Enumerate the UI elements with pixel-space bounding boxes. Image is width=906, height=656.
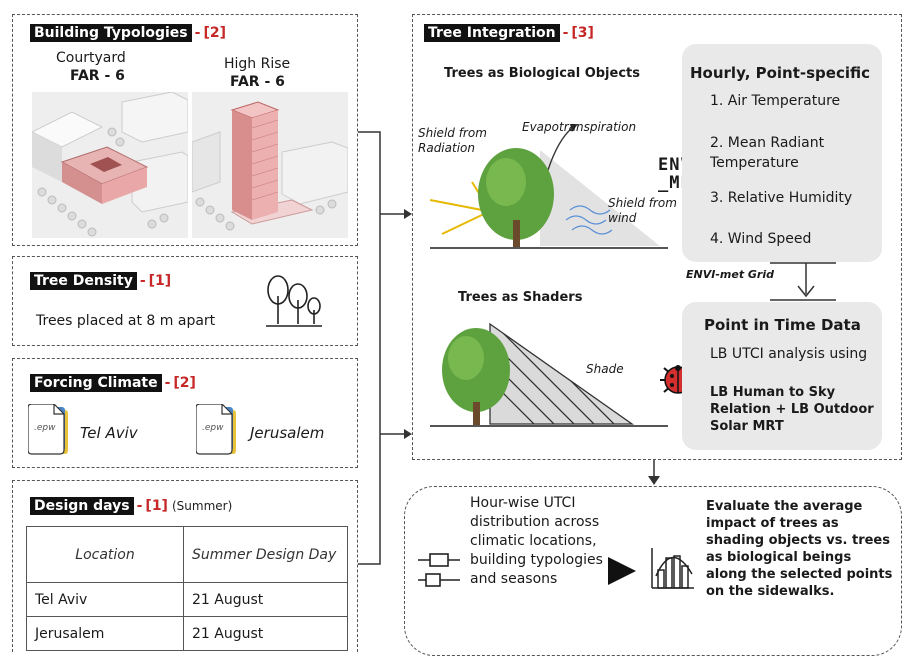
epw-file-icon-jerusalem [196,404,236,455]
bio-objects-title: Trees as Biological Objects [444,66,640,81]
header-separator: - [139,273,146,289]
epw-ext-jerusalem: .epw [202,423,224,433]
tree-density-text: Trees placed at 8 m apart [36,313,216,329]
shader-tree-illustration [430,322,668,427]
point-in-time-title: Point in Time Data [704,316,861,334]
courtyard-label: Courtyard [56,50,126,66]
hourly-item-4: 4. Wind Speed [710,231,812,247]
table-header-row: Location Summer Design Day [26,526,348,583]
hourly-title: Hourly, Point-specific [690,64,871,82]
hourly-item-2: 2. Mean Radiant Temperature [710,135,825,171]
table-cell-date: 21 August [183,582,348,617]
envimet-grid-label: ENVI-met Grid [686,268,774,281]
header-separator: - [136,498,143,514]
tree-density-panel [12,256,358,346]
courtyard-render [32,92,188,238]
design-days-table: Location Summer Design Day Tel Aviv 21 A… [26,526,348,651]
highrise-far: FAR - 6 [230,74,285,90]
design-days-tag: Design days [30,497,134,515]
city-tel-aviv: Tel Aviv [80,424,138,442]
envimet-grid-connector [770,262,836,301]
city-jerusalem: Jerusalem [250,424,325,442]
point-in-time-box [682,302,882,450]
design-days-header: Design days - [1] (Summer) [30,497,232,515]
building-typologies-tag: Building Typologies [30,24,192,42]
epw-ext-tel-aviv: .epw [34,423,56,433]
hourly-data-box [682,44,882,262]
tree-integration-ref: [3] [571,25,594,41]
hourly-item-3: 3. Relative Humidity [710,190,853,206]
highrise-render [192,92,348,238]
table-row: Jerusalem 21 August [26,616,348,651]
distribution-icon [418,553,460,587]
forcing-climate-tag: Forcing Climate [30,374,162,392]
table-row: Tel Aviv 21 August [26,582,348,617]
point-in-time-sub: LB UTCI analysis using [710,346,868,362]
histogram-icon [651,548,694,589]
tree-density-ref: [1] [148,273,172,289]
forcing-climate-ref: [2] [173,375,196,391]
tree-density-tag: Tree Density [30,272,137,290]
epw-file-icon-tel-aviv [28,404,68,455]
building-typologies-ref: [2] [203,25,226,41]
trees-icon [266,275,322,327]
highrise-label: High Rise [224,56,291,72]
table-header-location: Location [26,526,184,583]
point-in-time-bold: LB Human to Sky Relation + LB Outdoor So… [710,385,874,434]
connector-lines [358,131,412,565]
table-header-summer-design-day: Summer Design Day [183,526,348,583]
table-cell-location: Tel Aviv [26,582,184,617]
header-separator: - [164,375,171,391]
tree-density-header: Tree Density - [1] [30,272,171,290]
table-cell-location: Jerusalem [26,616,184,651]
header-separator: - [194,25,201,41]
courtyard-far: FAR - 6 [70,68,125,84]
play-arrow-icon [608,557,636,585]
header-separator: - [562,25,569,41]
shield-wind-label: Shield from wind [608,196,677,225]
shield-radiation-label: Shield from Radiation [418,126,487,155]
hourly-item-1: 1. Air Temperature [710,93,841,109]
evapotranspiration-label: Evapotranspiration [522,120,637,134]
building-typologies-header: Building Typologies - [2] [30,24,226,42]
down-arrow [648,460,660,485]
forcing-climate-header: Forcing Climate - [2] [30,374,196,392]
tree-integration-tag: Tree Integration [424,24,560,42]
table-cell-date: 21 August [183,616,348,651]
bio-tree-illustration [429,124,668,249]
output-panel [404,486,902,656]
tree-integration-header: Tree Integration - [3] [424,24,594,42]
output-left-text: Hour-wise UTCI distribution across clima… [470,495,603,587]
shade-label: Shade [586,362,624,376]
shaders-title: Trees as Shaders [458,290,583,305]
output-right-text: Evaluate the average impact of trees as … [706,499,893,599]
design-days-ref: [1] [145,498,168,514]
design-days-note: (Summer) [171,499,233,513]
